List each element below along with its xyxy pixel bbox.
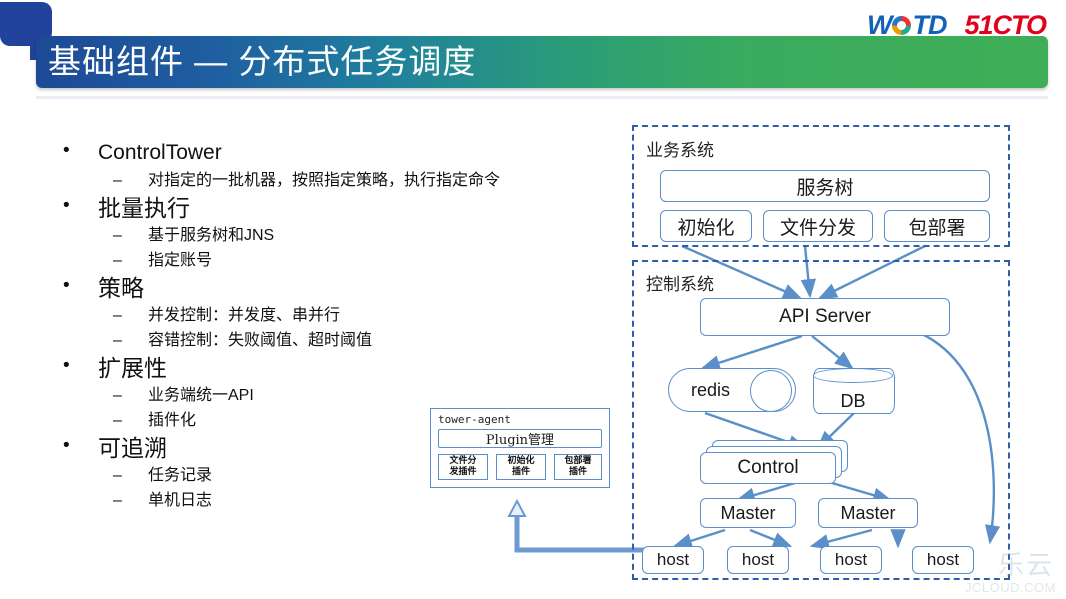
sub-bullet-marker: – — [113, 492, 122, 509]
sub-bullet-label: 单机日志 — [148, 492, 213, 509]
sub-bullet-label: 业务端统一API — [148, 387, 254, 404]
plugin-initialization-label: 初始化 插件 — [507, 456, 535, 477]
bullet-item-0: • ControlTower — [63, 138, 630, 168]
sub-bullet-1-1: – 指定账号 — [113, 248, 630, 273]
sub-bullet-label: 插件化 — [148, 412, 197, 429]
wotd-logo-w: W — [866, 9, 893, 40]
bullet-item-3: • 扩展性 — [63, 353, 630, 383]
plugin-file-distribution-label: 文件分 发插件 — [449, 456, 477, 477]
sub-bullet-label: 并发控制：并发度、串并行 — [148, 307, 341, 324]
wotd-logo-color-wheel-icon — [892, 15, 912, 35]
bullet-list: • ControlTower – 对指定的一批机器，按照指定策略，执行指定命令 … — [63, 138, 630, 513]
bullet-label: 策略 — [98, 275, 144, 301]
plugin-package-deploy-label: 包部署 插件 — [564, 456, 592, 477]
sub-bullet-label: 基于服务树和JNS — [148, 227, 275, 244]
wotd-logo: W TD — [866, 9, 947, 41]
tower-agent-title: tower-agent — [438, 413, 511, 426]
watermark: 乐云 JCLOUD.COM — [952, 541, 1062, 597]
agent-feedback-arrowhead — [507, 498, 527, 517]
sub-bullet-marker: – — [113, 412, 122, 429]
page-title: 基础组件 — 分布式任务调度 — [48, 43, 477, 80]
control-system-box — [632, 260, 1010, 580]
node-file-distribution[interactable]: 文件分发 — [763, 210, 873, 242]
bullet-marker: • — [63, 140, 70, 161]
node-api-server[interactable]: API Server — [700, 298, 950, 336]
node-host-2[interactable]: host — [727, 546, 789, 574]
sub-bullet-4-1: – 单机日志 — [113, 488, 630, 513]
architecture-diagram: 业务系统 服务树 初始化 文件分发 包部署 控制系统 API Server re… — [420, 118, 1040, 588]
sub-bullet-label: 对指定的一批机器，按照指定策略，执行指定命令 — [148, 172, 501, 189]
sub-bullet-marker: – — [113, 332, 122, 349]
bullet-label: ControlTower — [98, 141, 222, 164]
node-host-4[interactable]: host — [912, 546, 974, 574]
node-master-1[interactable]: Master — [700, 498, 796, 528]
bullet-item-2: • 策略 — [63, 273, 630, 303]
business-system-box — [632, 125, 1010, 247]
watermark-url-text: JCLOUD.COM — [965, 580, 1056, 595]
bullet-marker: • — [63, 195, 70, 216]
sub-bullet-1-0: – 基于服务树和JNS — [113, 223, 630, 248]
node-control[interactable]: Control — [700, 452, 836, 484]
node-initialization[interactable]: 初始化 — [660, 210, 752, 242]
title-bar: 基础组件 — 分布式任务调度 — [36, 36, 1048, 88]
logo-group: W TD 51CTO — [866, 9, 1047, 41]
node-plugin-manager[interactable]: Plugin管理 — [438, 429, 602, 448]
watermark-cjk-text: 乐云 — [997, 551, 1054, 581]
node-service-tree[interactable]: 服务树 — [660, 170, 990, 202]
bullet-label: 可追溯 — [98, 435, 167, 461]
node-package-deploy[interactable]: 包部署 — [884, 210, 990, 242]
title-underline — [36, 96, 1048, 99]
sub-bullet-label: 任务记录 — [148, 467, 213, 484]
sub-bullet-label: 容错控制：失败阈值、超时阈值 — [148, 332, 373, 349]
sub-bullet-marker: – — [113, 307, 122, 324]
bullet-item-1: • 批量执行 — [63, 193, 630, 223]
slide-header: 基础组件 — 分布式任务调度 W TD 51CTO — [0, 0, 1066, 112]
bullet-label: 扩展性 — [98, 355, 167, 381]
sub-bullet-3-1: – 插件化 — [113, 408, 630, 433]
sub-bullet-2-1: – 容错控制：失败阈值、超时阈值 — [113, 328, 630, 353]
plugin-initialization[interactable]: 初始化 插件 — [496, 454, 546, 480]
sub-bullet-2-0: – 并发控制：并发度、串并行 — [113, 303, 630, 328]
51cto-logo: 51CTO — [964, 9, 1047, 40]
business-system-label: 业务系统 — [646, 141, 714, 161]
sub-bullet-3-0: – 业务端统一API — [113, 383, 630, 408]
node-master-2[interactable]: Master — [818, 498, 918, 528]
sub-bullet-4-0: – 任务记录 — [113, 463, 630, 488]
sub-bullet-marker: – — [113, 252, 122, 269]
sub-bullet-marker: – — [113, 172, 122, 189]
sub-bullet-label: 指定账号 — [148, 252, 213, 269]
bullet-label: 批量执行 — [98, 195, 190, 221]
sub-bullet-marker: – — [113, 227, 122, 244]
node-host-3[interactable]: host — [820, 546, 882, 574]
sub-bullet-0-0: – 对指定的一批机器，按照指定策略，执行指定命令 — [113, 168, 630, 193]
control-system-label: 控制系统 — [646, 275, 714, 295]
bullet-marker: • — [63, 435, 70, 456]
sub-bullet-marker: – — [113, 467, 122, 484]
redis-cylinder-cap-icon — [750, 370, 792, 412]
bullet-item-4: • 可追溯 — [63, 433, 630, 463]
sub-bullet-marker: – — [113, 387, 122, 404]
plugin-file-distribution[interactable]: 文件分 发插件 — [438, 454, 488, 480]
bullet-marker: • — [63, 355, 70, 376]
db-cylinder-top-icon — [813, 368, 893, 383]
node-host-1[interactable]: host — [642, 546, 704, 574]
plugin-package-deploy[interactable]: 包部署 插件 — [554, 454, 602, 480]
bullet-marker: • — [63, 275, 70, 296]
node-db[interactable]: DB — [840, 391, 866, 411]
wotd-logo-td: TD — [912, 9, 947, 40]
